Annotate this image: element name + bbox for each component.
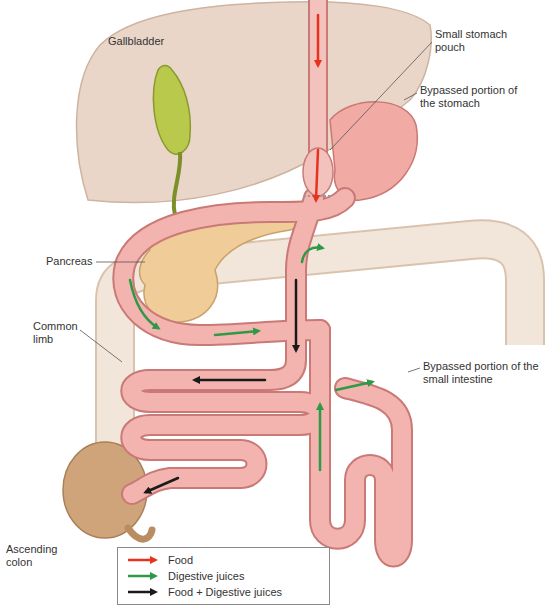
legend-row: Food xyxy=(126,552,321,568)
legend-arrow xyxy=(126,587,160,597)
legend-row: Food + Digestive juices xyxy=(126,584,321,600)
organ-label: Ascending colon xyxy=(6,543,86,569)
organ-label: Pancreas xyxy=(46,255,92,268)
organ-label: Bypassed portion of the stomach xyxy=(420,84,535,110)
legend-arrow xyxy=(126,571,160,581)
organ-label: Gallbladder xyxy=(108,35,164,48)
legend-text: Digestive juices xyxy=(168,570,244,582)
legend-box: FoodDigestive juicesFood + Digestive jui… xyxy=(117,547,330,605)
organ-label: Small stomach pouch xyxy=(435,28,525,54)
legend-arrow xyxy=(126,555,160,565)
legend-text: Food + Digestive juices xyxy=(168,586,282,598)
organ-label: Bypassed portion of the small intestine xyxy=(423,360,550,386)
legend-text: Food xyxy=(168,554,193,566)
organ-label: Common limb xyxy=(33,320,88,346)
legend-row: Digestive juices xyxy=(126,568,321,584)
